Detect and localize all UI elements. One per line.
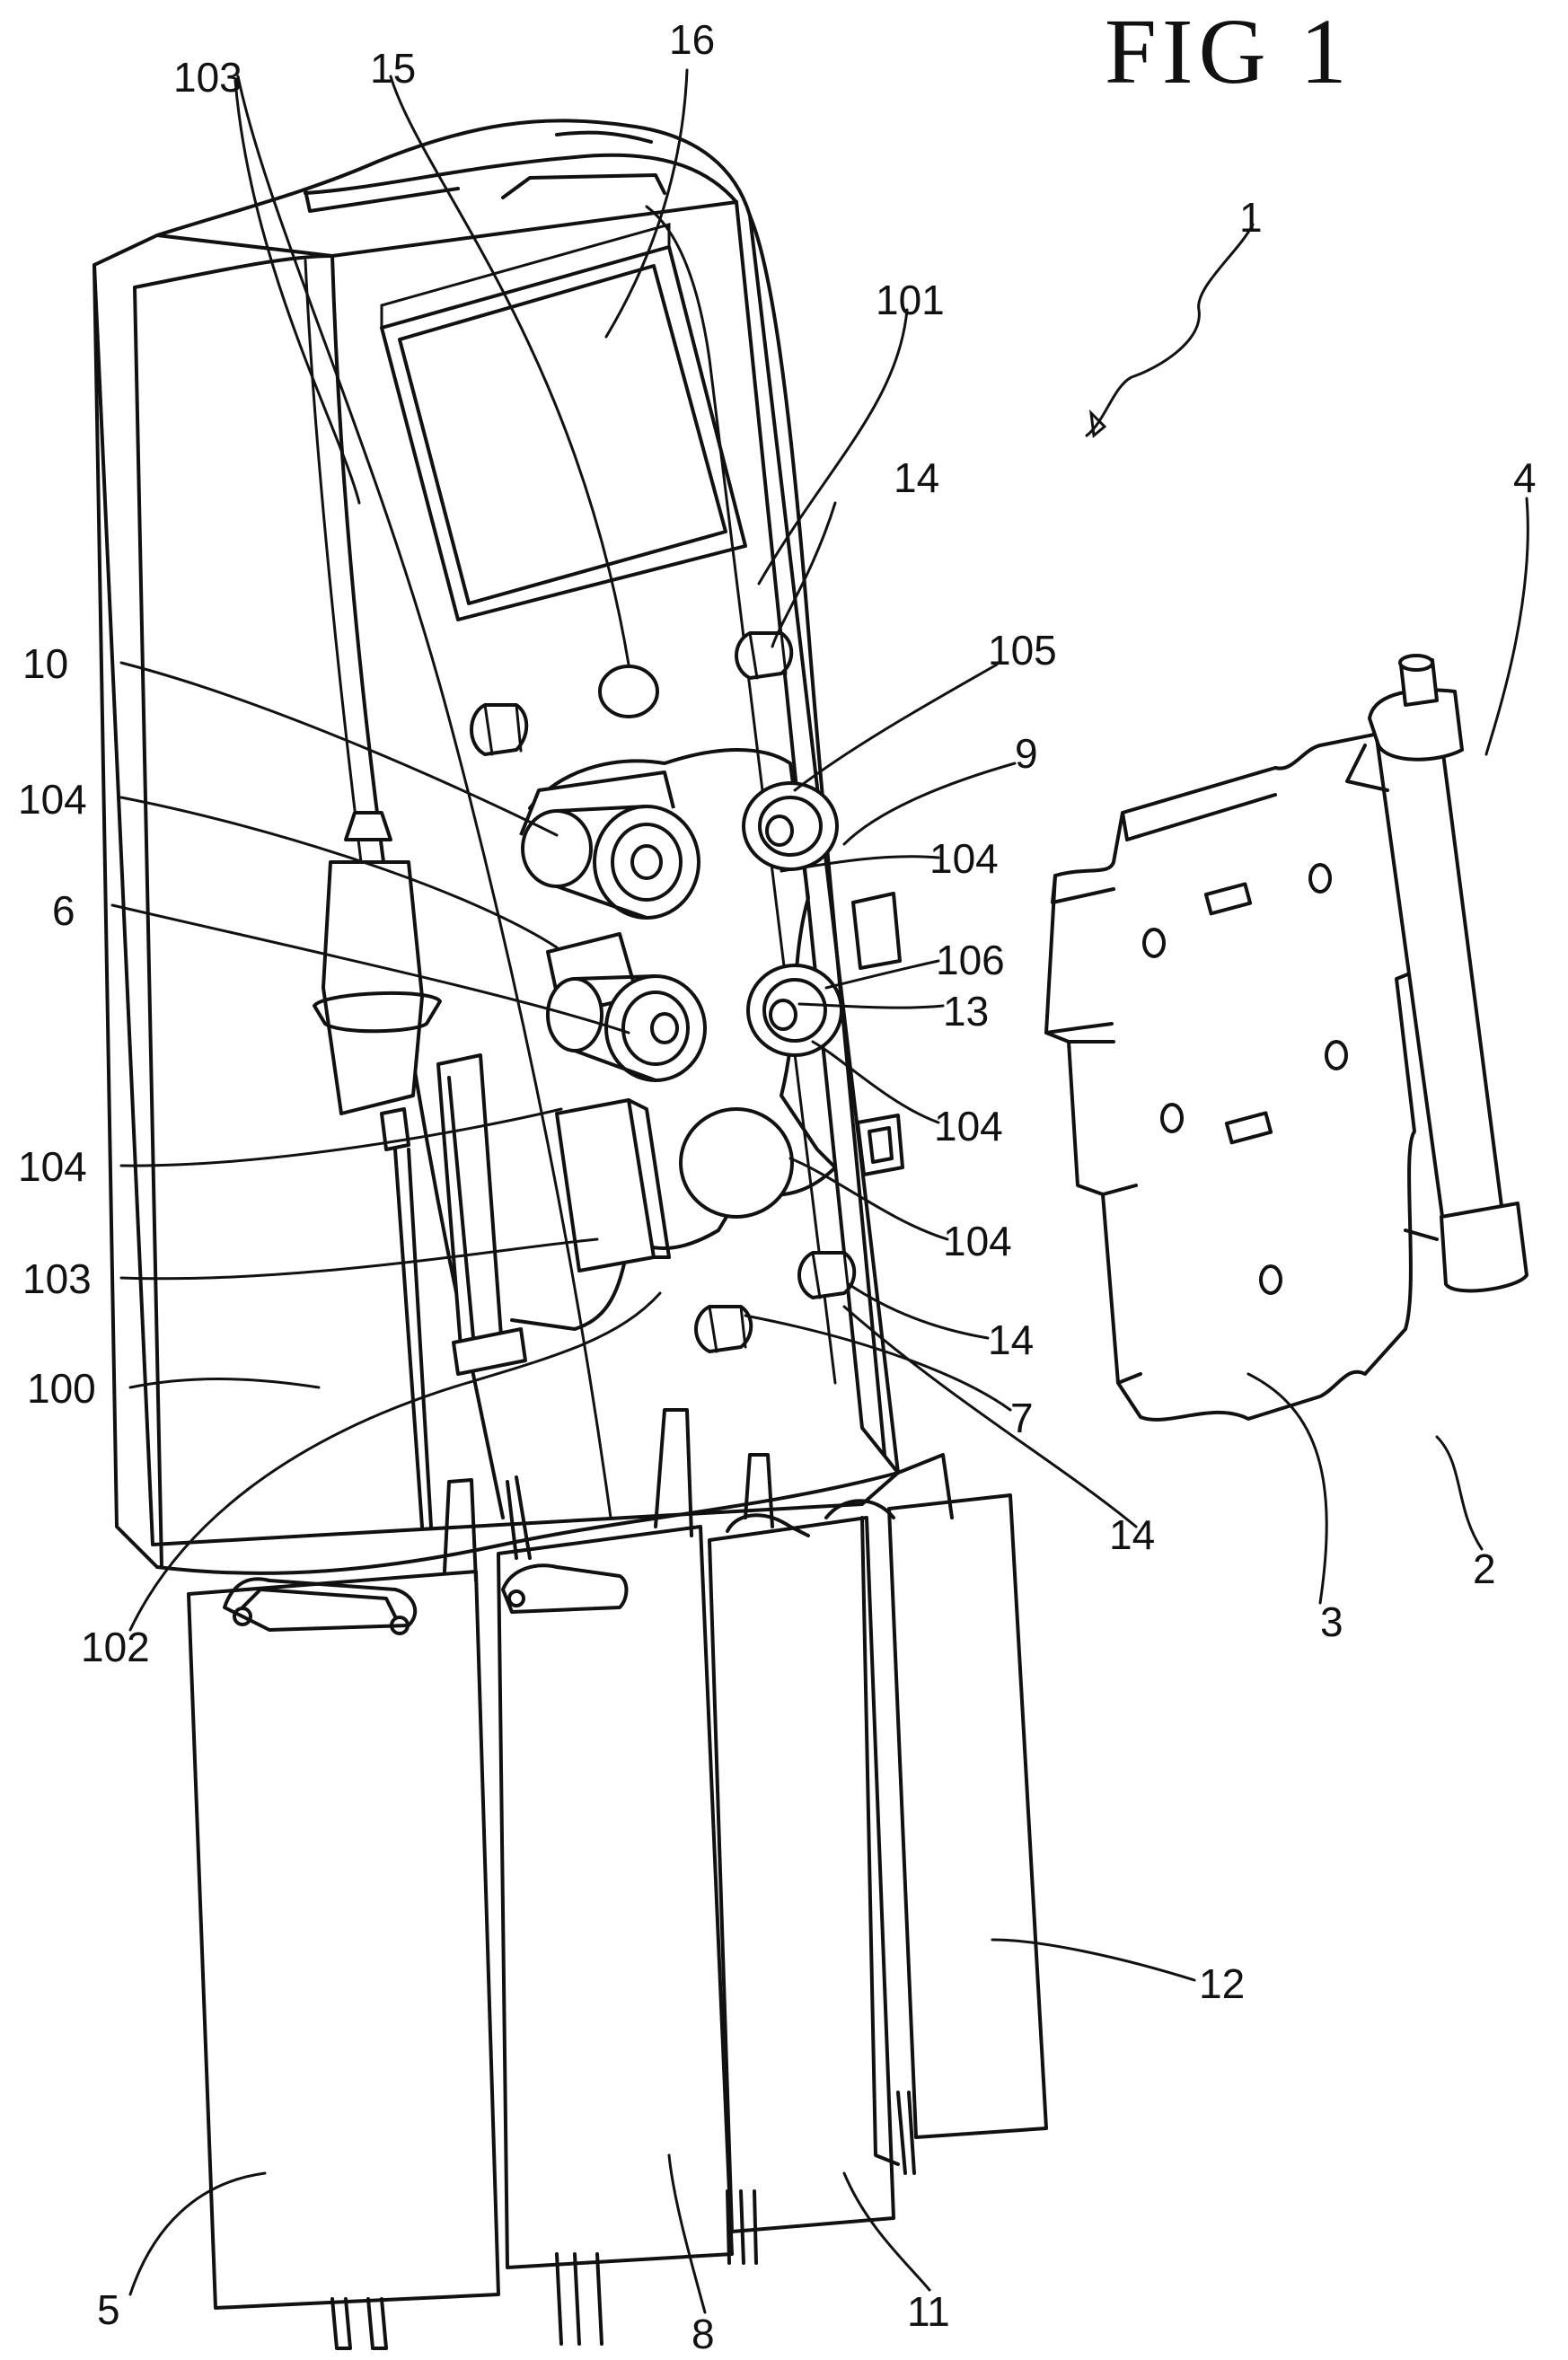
label-101: 101 xyxy=(876,277,945,323)
label-102: 102 xyxy=(81,1624,150,1670)
label-13: 13 xyxy=(943,988,989,1035)
label-103-top: 103 xyxy=(173,54,242,101)
label-104-e: 104 xyxy=(943,1218,1012,1264)
label-5: 5 xyxy=(97,2286,120,2333)
label-105: 105 xyxy=(988,627,1057,674)
drip-chamber xyxy=(314,813,525,1527)
label-11: 11 xyxy=(907,2288,950,2335)
label-14-c: 14 xyxy=(1109,1511,1155,1558)
label-8: 8 xyxy=(692,2311,715,2357)
label-10: 10 xyxy=(22,640,68,687)
label-6: 6 xyxy=(52,887,75,934)
label-12: 12 xyxy=(1199,1960,1245,2007)
label-2: 2 xyxy=(1473,1545,1496,1592)
label-104-b: 104 xyxy=(929,835,999,882)
label-106: 106 xyxy=(936,937,1005,983)
control-knob xyxy=(600,666,657,717)
label-104-a: 104 xyxy=(18,776,87,823)
label-9: 9 xyxy=(1015,730,1038,777)
label-15: 15 xyxy=(370,45,416,92)
label-3: 3 xyxy=(1320,1598,1343,1645)
label-104-d: 104 xyxy=(18,1143,87,1190)
label-104-c: 104 xyxy=(934,1103,1003,1149)
label-4: 4 xyxy=(1513,454,1537,501)
label-103-b: 103 xyxy=(22,1255,92,1302)
solution-bags xyxy=(189,1410,1046,2348)
label-100: 100 xyxy=(27,1365,96,1412)
figure-title: FIG 1 xyxy=(1105,0,1352,103)
cassette xyxy=(1046,656,1527,1420)
label-1: 1 xyxy=(1239,194,1263,241)
label-16: 16 xyxy=(669,16,715,63)
label-14-a: 14 xyxy=(894,454,939,501)
label-7: 7 xyxy=(1010,1395,1034,1441)
label-14-b: 14 xyxy=(988,1316,1034,1363)
